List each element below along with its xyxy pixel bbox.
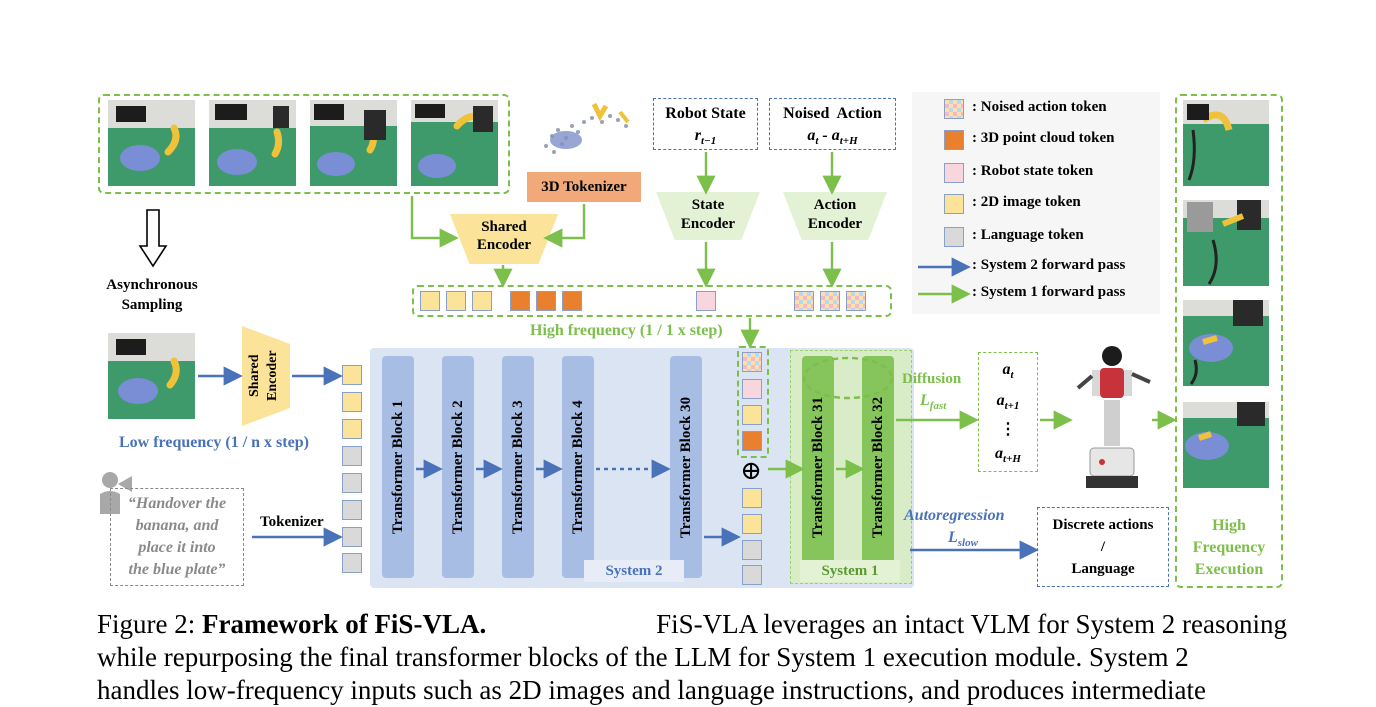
caption-line-3: handles low-frequency inputs such as 2D … xyxy=(97,675,1206,705)
high-frequency-token-row xyxy=(412,285,892,317)
execution-image-2 xyxy=(1183,200,1269,286)
state-encoder-shape xyxy=(656,192,760,240)
execution-label: High Frequency Execution xyxy=(1192,517,1266,578)
block-31-label: Transformer Block 31 xyxy=(810,396,826,538)
execution-image-4 xyxy=(1183,402,1269,488)
shared-encoder-top-label: Shared Encoder xyxy=(476,219,532,253)
mid-token-noise xyxy=(742,352,762,372)
input-token-lang-5 xyxy=(342,553,362,573)
legend-system2-pass: : System 2 forward pass xyxy=(972,257,1126,273)
hf-token-pc-2 xyxy=(536,291,556,311)
mid-token-image xyxy=(742,405,762,425)
mid-token-pc xyxy=(742,431,762,451)
execution-image-1 xyxy=(1183,100,1269,186)
hf-token-pc-1 xyxy=(510,291,530,311)
input-token-lang-4 xyxy=(342,527,362,547)
hf-token-noise-2 xyxy=(820,291,840,311)
point-cloud-image xyxy=(532,96,642,164)
mid-token-lang-2 xyxy=(742,565,762,585)
block-4 xyxy=(562,356,594,578)
action-encoder-label: Action Encoder xyxy=(807,197,863,232)
input-token-lang-2 xyxy=(342,473,362,493)
legend-image: : 2D image token xyxy=(972,194,1081,210)
hf-token-noise-1 xyxy=(794,291,814,311)
block-30-label: Transformer Block 30 xyxy=(678,396,694,538)
legend-language: : Language token xyxy=(972,227,1084,243)
system2-label: System 2 xyxy=(584,560,684,582)
legend-swatch-language xyxy=(944,227,964,247)
robot-image xyxy=(1072,344,1152,492)
low-frequency-label: Low frequency (1 / n x step) xyxy=(119,434,309,451)
input-token-image-2 xyxy=(342,392,362,412)
block-3-label: Transformer Block 3 xyxy=(510,400,526,534)
scene-image-1 xyxy=(108,100,195,186)
legend-swatch-noised xyxy=(944,99,964,119)
continuous-actions-box: at at+1 ⋮ at+H xyxy=(978,352,1038,472)
legend: : Noised action token : 3D point cloud t… xyxy=(912,92,1160,314)
hf-token-noise-3 xyxy=(846,291,866,311)
block-2-label: Transformer Block 2 xyxy=(450,400,466,534)
tokenizer-label: Tokenizer xyxy=(260,514,324,530)
input-token-lang-1 xyxy=(342,446,362,466)
block-1-label: Transformer Block 1 xyxy=(390,400,406,534)
shared-encoder-left xyxy=(242,326,290,426)
input-token-image-3 xyxy=(342,419,362,439)
hf-token-image-2 xyxy=(446,291,466,311)
instruction-box: “Handover the banana, and place it into … xyxy=(110,488,244,586)
hf-token-image-1 xyxy=(420,291,440,311)
action-encoder-shape xyxy=(783,192,887,240)
caption-line-2: while repurposing the final transformer … xyxy=(97,642,1189,672)
low-frequency-image xyxy=(108,333,195,419)
arrow-images-to-encoder xyxy=(410,196,459,248)
noised-action-box: Noised Action at - at+H xyxy=(769,98,896,150)
plus-circle-icon: ⊕ xyxy=(740,456,762,485)
mid-token-lang-1 xyxy=(742,540,762,560)
scene-image-2 xyxy=(209,100,296,186)
hf-token-image-3 xyxy=(472,291,492,311)
image-sequence-box xyxy=(98,94,510,194)
loss-slow-label: Lslow xyxy=(948,529,978,550)
high-frequency-label: High frequency (1 / 1 x step) xyxy=(530,322,723,339)
block-32-label: Transformer Block 32 xyxy=(870,396,886,538)
execution-box xyxy=(1175,94,1283,588)
block-3 xyxy=(502,356,534,578)
state-encoder-label: State Encoder xyxy=(680,197,736,232)
legend-system1-pass: : System 1 forward pass xyxy=(972,284,1126,300)
legend-point-cloud: : 3D point cloud token xyxy=(972,130,1115,146)
legend-robot-state: : Robot state token xyxy=(972,163,1094,179)
hf-token-state xyxy=(696,291,716,311)
shared-encoder-top xyxy=(450,214,558,264)
loss-fast-label: Lfast xyxy=(920,392,947,413)
mid-token-image-2 xyxy=(742,488,762,508)
scene-image-3 xyxy=(310,100,397,186)
diffusion-label: Diffusion xyxy=(902,371,962,387)
input-token-lang-3 xyxy=(342,500,362,520)
caption-line-1: Figure 2: Framework of FiS-VLA. FiS-VLA … xyxy=(97,609,1287,639)
execution-image-3 xyxy=(1183,300,1269,386)
mid-token-state xyxy=(742,379,762,399)
hf-token-pc-3 xyxy=(562,291,582,311)
tokenizer-3d-box: 3D Tokenizer xyxy=(527,172,641,202)
block-4-label: Transformer Block 4 xyxy=(570,400,586,534)
legend-noised-action: : Noised action token xyxy=(972,99,1107,115)
block-2 xyxy=(442,356,474,578)
legend-swatch-robot-state xyxy=(944,163,964,183)
legend-swatch-pointcloud xyxy=(944,130,964,150)
legend-swatch-image xyxy=(944,194,964,214)
async-sampling-label: Asynchronous Sampling xyxy=(106,277,198,313)
caption-title: Framework of FiS-VLA. xyxy=(202,609,487,639)
system1-label: System 1 xyxy=(800,560,900,582)
input-token-image-1 xyxy=(342,365,362,385)
block-30 xyxy=(670,356,702,578)
autoregression-label: Autoregression xyxy=(904,507,1005,524)
discrete-output-box: Discrete actions / Language xyxy=(1037,507,1169,587)
async-sampling-arrow xyxy=(138,208,168,268)
robot-state-box: Robot State rt−1 xyxy=(653,98,758,150)
block-1 xyxy=(382,356,414,578)
mid-token-image-3 xyxy=(742,514,762,534)
scene-image-4 xyxy=(411,100,498,186)
figure-caption: Figure 2: Framework of FiS-VLA. FiS-VLA … xyxy=(97,608,1287,707)
